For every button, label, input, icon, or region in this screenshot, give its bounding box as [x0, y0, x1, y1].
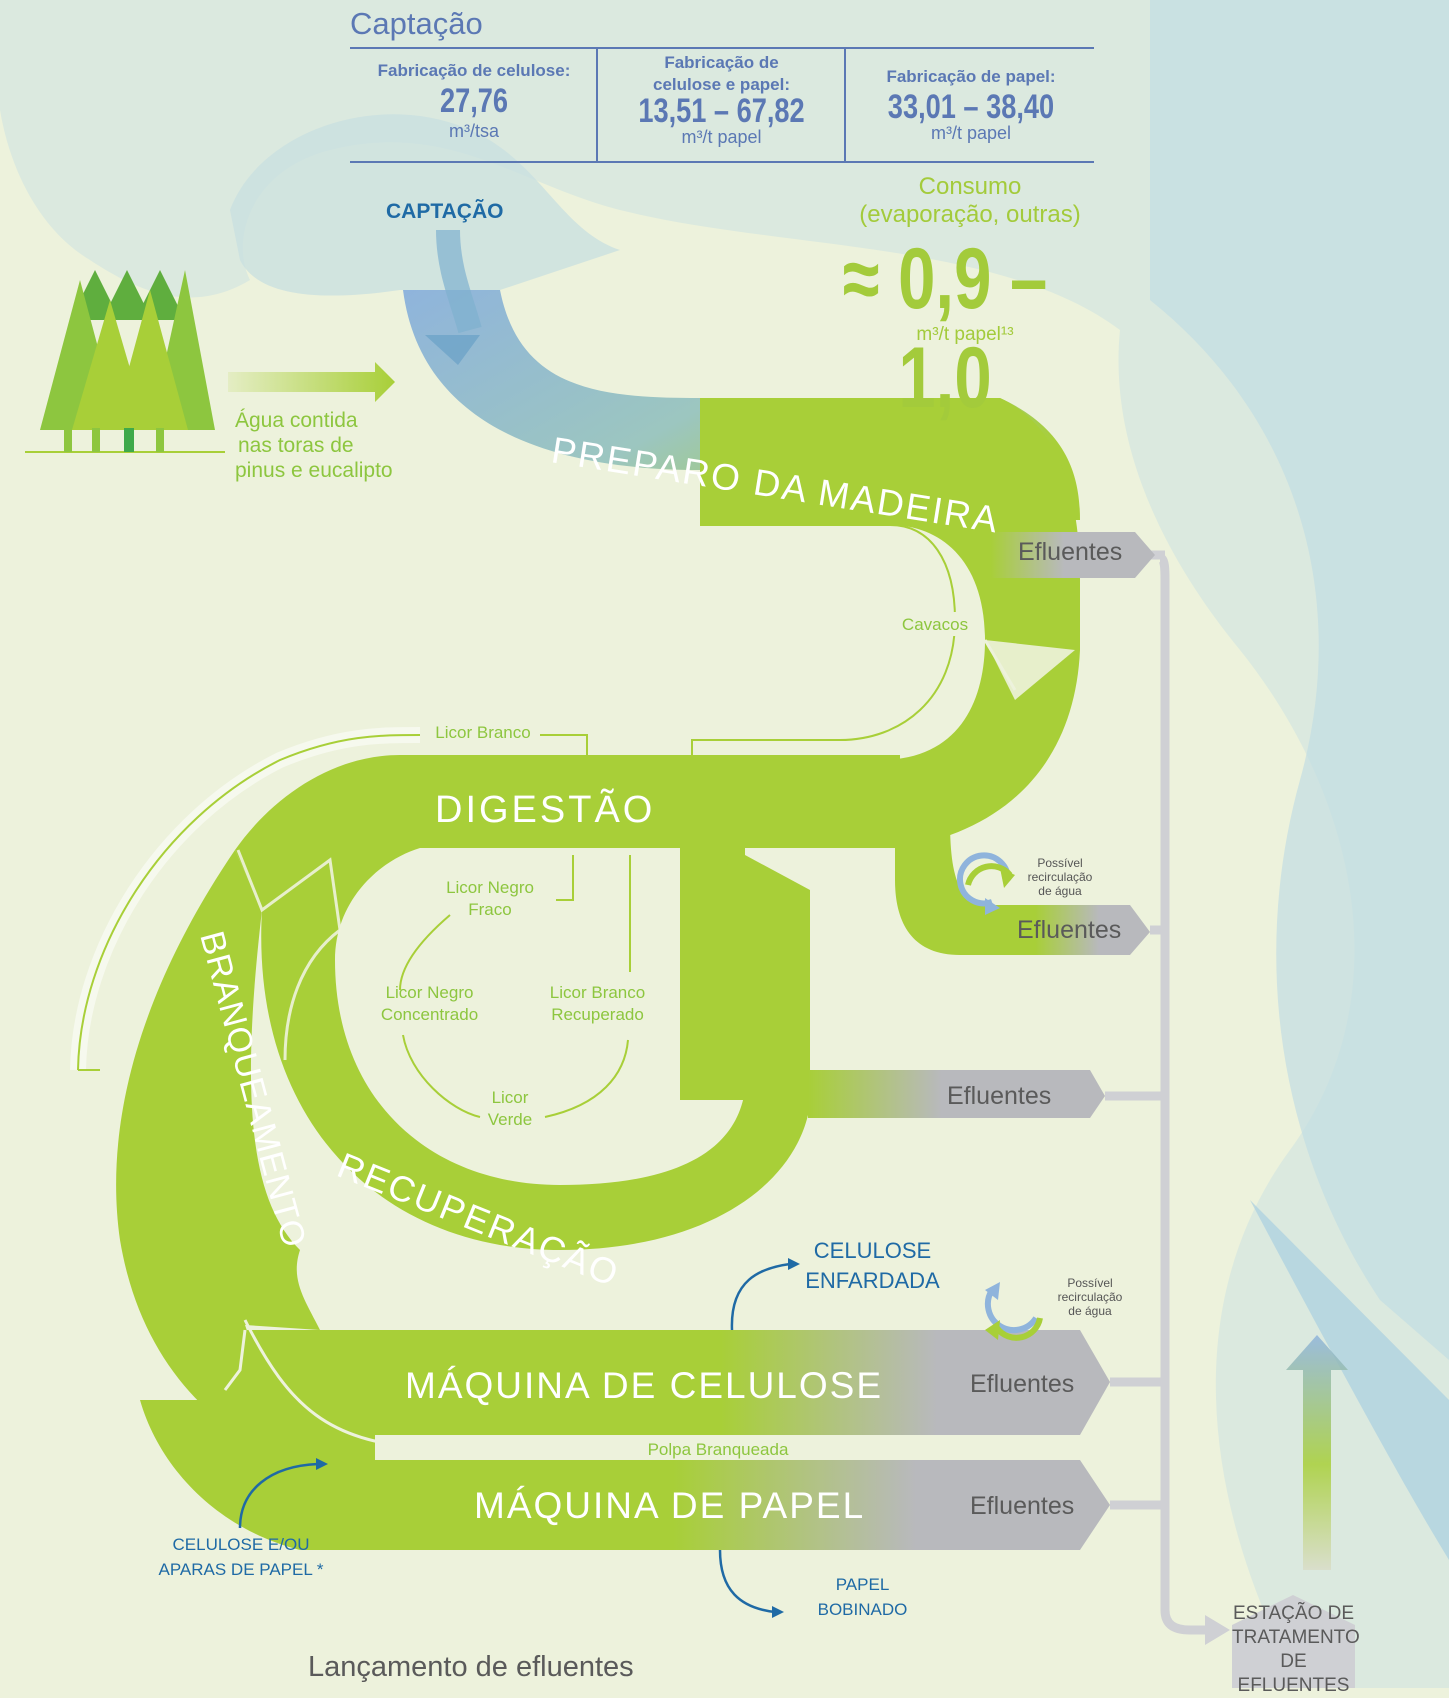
label-line: Verde: [487, 1110, 533, 1129]
recirc-line: recirculação: [1057, 1290, 1123, 1304]
water-background-shape-right: [1150, 0, 1449, 1360]
footer-lancamento: Lançamento de efluentes: [308, 1651, 634, 1683]
effluent-collector: [1158, 553, 1215, 1635]
label-line: Fraco: [468, 900, 512, 919]
recirculation-icon: [957, 852, 1015, 915]
recuperacao-effluent-outlet: [808, 1070, 1105, 1118]
estacao-tratamento-label: ESTAÇÃO DE TRATAMENTO DE EFLUENTES: [1232, 1602, 1360, 1698]
cell-value: 27,76: [439, 82, 509, 120]
label-line: BOBINADO: [817, 1600, 908, 1619]
captacao-arrow-head: [425, 335, 480, 365]
label-line: Licor: [491, 1088, 529, 1107]
label-celulose-aparas: CELULOSE E/OU APARAS DE PAPEL *: [150, 1532, 332, 1582]
effluent-label-preparo: Efluentes: [1018, 538, 1123, 566]
maquina-papel-band: [140, 1400, 1110, 1550]
water-input-arrow: [228, 362, 395, 402]
label-licor-negro-fraco: Licor Negro Fraco: [430, 877, 550, 921]
recirc-line: recirculação: [1027, 870, 1093, 884]
cell-value: 13,51 – 67,82: [638, 92, 805, 130]
consumo-label: Consumo (evaporação, outras): [830, 173, 1110, 229]
label-cavacos: Cavacos: [902, 615, 968, 634]
digestao-effluent-outlet: [895, 820, 1150, 955]
label-line: Licor Negro: [385, 983, 474, 1002]
celulose-enfardada-arrow: [730, 1262, 791, 1331]
cell-unit: m³/t papel: [681, 127, 762, 147]
recirc-line: Possível: [1067, 1276, 1113, 1290]
label-licor-verde: Licor Verde: [470, 1087, 550, 1131]
branqueamento-band: [116, 850, 376, 1470]
label-maquina-papel: MÁQUINA DE PAPEL: [474, 1485, 865, 1526]
label-line: PAPEL: [835, 1575, 890, 1594]
cell-label: Fabricação de celulose:: [377, 61, 571, 80]
cell-label: Fabricação de celulose e papel:: [653, 53, 790, 94]
header-cell-celulose: Fabricação de celulose: 27,76 m³/tsa: [350, 60, 598, 142]
label-celulose-enfardada: CELULOSE ENFARDADA: [790, 1236, 955, 1296]
recirculation-label: Possível recirculação de água: [1015, 856, 1105, 898]
cell-unit: m³/t papel: [930, 123, 1012, 143]
estacao-tratamento-box: [1232, 1595, 1355, 1688]
captacao-title: Captação: [350, 6, 483, 41]
effluent-label-recuperacao: Efluentes: [947, 1082, 1052, 1110]
effluent-label-digestao: Efluentes: [1017, 916, 1122, 944]
effluent-label-maquina-papel: Efluentes: [970, 1492, 1075, 1520]
label-maquina-celulose: MÁQUINA DE CELULOSE: [405, 1365, 883, 1406]
papel-bobinado-arrow: [718, 1549, 776, 1614]
label-line: ESTAÇÃO DE: [1232, 1603, 1355, 1624]
label-line: Recuperado: [551, 1005, 644, 1024]
cell-value: 33,01 – 38,40: [887, 88, 1055, 126]
agua-contida-text: Água contida nas toras de pinus e eucali…: [235, 408, 393, 483]
trees-icon: [25, 270, 225, 453]
label-polpa-branqueada: Polpa Branqueada: [648, 1440, 789, 1459]
consumo-value: ≈ 0,9 – 1,0: [842, 231, 1048, 426]
preparo-band: [700, 398, 1080, 848]
licor-cycle-line: [399, 914, 451, 991]
label-line: Concentrado: [380, 1005, 479, 1024]
agua-line: pinus e eucalipto: [235, 459, 393, 482]
digestao-band: [235, 755, 900, 910]
label-line: Licor Branco: [549, 983, 646, 1002]
polpa-branqueada-line: [243, 1319, 895, 1460]
celulose-aparas-arrow: [238, 1462, 319, 1529]
recirculation-icon: [984, 1282, 1043, 1341]
label-line: ENFARDADA: [805, 1268, 940, 1293]
recuperacao-band: [261, 848, 808, 1250]
label-digestao: DIGESTÃO: [435, 788, 655, 831]
recirc-line: Possível: [1037, 856, 1083, 870]
captacao-label: CAPTAÇÃO: [386, 200, 504, 223]
maquina-celulose-band: [245, 1330, 1110, 1435]
water-background-shape-corner: [1250, 1200, 1449, 1560]
effluent-label-maquina-celulose: Efluentes: [970, 1370, 1075, 1398]
agua-line: Água contida: [235, 409, 358, 432]
label-licor-branco-recuperado: Licor Branco Recuperado: [535, 982, 660, 1026]
label-line: APARAS DE PAPEL *: [158, 1560, 324, 1579]
consumo-unit: m³/t papel¹³: [916, 324, 1014, 345]
recirc-line: de água: [1068, 1304, 1112, 1318]
label-line: DE EFLUENTES: [1237, 1651, 1350, 1696]
cell-label: Fabricação de papel:: [886, 67, 1056, 86]
captacao-arrow: [436, 229, 482, 334]
water-blob: [230, 114, 620, 296]
label-licor-negro-concentrado: Licor Negro Concentrado: [362, 982, 497, 1026]
recirculation-label: Possível recirculação de água: [1045, 1276, 1135, 1318]
header-cell-papel: Fabricação de papel: 33,01 – 38,40 m³/t …: [847, 66, 1095, 144]
preparo-effluent-outlet: [990, 532, 1155, 578]
consumo-label-line2: (evaporação, outras): [859, 201, 1081, 228]
label-papel-bobinado: PAPEL BOBINADO: [800, 1572, 925, 1622]
estacao-output-arrow: [1286, 1335, 1348, 1570]
label-licor-branco: Licor Branco: [435, 723, 530, 742]
recuperacao-column: [680, 855, 810, 1075]
recirc-line: de água: [1038, 884, 1082, 898]
cell-unit: m³/tsa: [448, 121, 499, 141]
header-cell-celulose-papel: Fabricação de celulose e papel: 13,51 – …: [599, 52, 844, 148]
agua-line: nas toras de: [238, 434, 354, 457]
consumo-label-line1: Consumo: [918, 173, 1022, 200]
label-line: CELULOSE E/OU: [172, 1535, 310, 1554]
label-line: CELULOSE: [813, 1238, 932, 1263]
label-line: TRATAMENTO: [1232, 1627, 1360, 1648]
chevron-cut: [985, 640, 1075, 700]
label-line: Licor Negro: [446, 878, 534, 897]
